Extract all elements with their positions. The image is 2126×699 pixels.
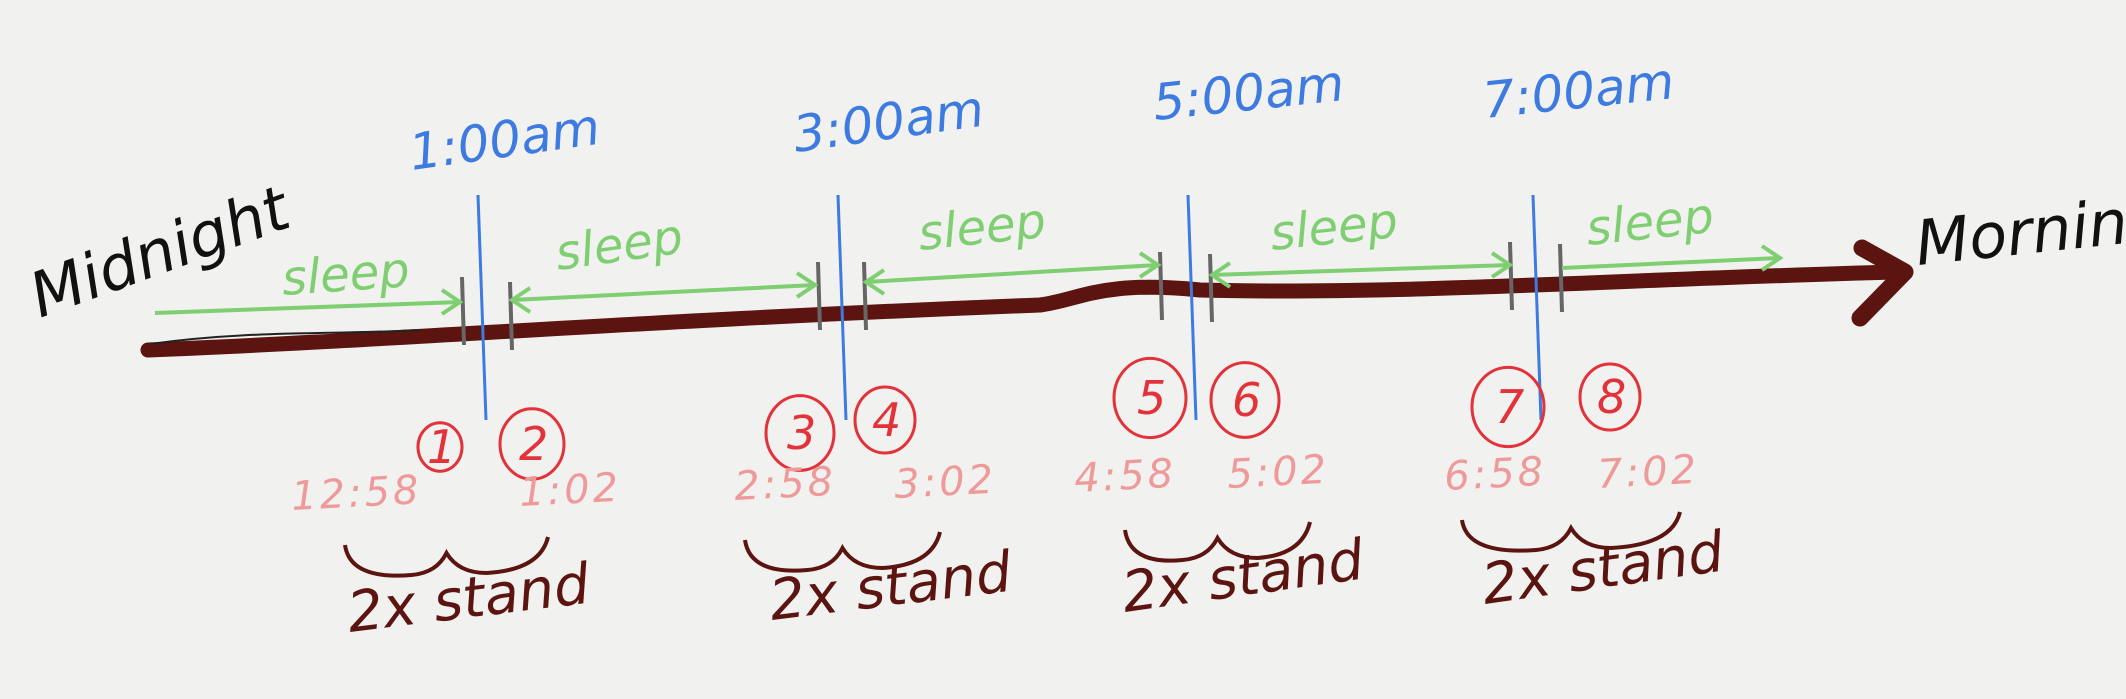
alarm-tick: [1558, 243, 1564, 313]
alarm-tick: [816, 261, 822, 331]
alarm-time: 4:58: [1073, 451, 1177, 502]
sleep-arrowhead: [440, 288, 464, 316]
hour-marker-line: [1186, 194, 1198, 421]
alarm-number-circle: [416, 421, 464, 473]
hour-marker-line: [836, 194, 848, 421]
alarm-tick: [1158, 251, 1164, 321]
sleep-arrowhead: [508, 286, 532, 314]
alarm-number: 2: [519, 417, 548, 471]
stand-label: 2x stand: [766, 540, 1016, 634]
stand-brace: [1460, 511, 1682, 553]
alarm-number: 5: [1137, 371, 1166, 425]
alarm-number: 7: [1495, 380, 1524, 434]
sleep-interval-line: [154, 300, 461, 315]
sleep-interval-line: [865, 263, 1159, 284]
hour-marker-line: [1531, 194, 1543, 421]
alarm-time: 12:58: [290, 467, 423, 520]
stand-label: 2x stand: [1478, 520, 1728, 618]
alarm-tick: [1508, 241, 1514, 311]
alarm-number-circle: [1578, 362, 1642, 432]
sleep-arrowhead: [1490, 251, 1514, 279]
alarm-number-circle: [764, 394, 836, 472]
alarm-time: 2:58: [733, 459, 837, 510]
stand-brace: [343, 536, 550, 578]
alarm-number: 6: [1232, 373, 1261, 427]
alarm-time: 7:02: [1596, 447, 1700, 498]
alarm-time: 3:02: [893, 457, 997, 508]
alarm-time: 1:02: [518, 465, 622, 516]
sleep-label: sleep: [1267, 193, 1400, 262]
hour-label: 7:00am: [1480, 52, 1677, 130]
alarm-number-circle: [853, 385, 917, 455]
alarm-number-circle: [498, 407, 566, 481]
alarm-time: 6:58: [1443, 449, 1547, 500]
stand-brace: [1123, 521, 1312, 563]
timeline-thin-line: [149, 329, 421, 345]
alarm-tick: [1208, 253, 1214, 323]
timeline-arrow: [140, 264, 1903, 358]
sleep-arrowhead: [1138, 251, 1162, 279]
alarm-number: 8: [1597, 370, 1626, 424]
hour-label: 1:00am: [406, 98, 604, 182]
hour-marker-line: [476, 194, 488, 421]
alarm-number-circle: [1112, 356, 1188, 440]
hour-label: 5:00am: [1150, 54, 1347, 132]
sleep-label: sleep: [280, 242, 411, 307]
alarm-number-circle: [1209, 361, 1281, 439]
stand-label: 2x stand: [344, 552, 594, 646]
sleep-label: sleep: [1583, 188, 1716, 257]
alarm-tick: [460, 276, 466, 346]
alarm-tick: [508, 281, 514, 351]
alarm-time: 5:02: [1226, 447, 1330, 498]
alarm-number: 4: [872, 393, 901, 447]
sleep-arrowhead: [1208, 261, 1232, 289]
alarm-tick: [862, 261, 868, 331]
alarm-number: 3: [787, 406, 816, 460]
stand-label: 2x stand: [1118, 528, 1368, 626]
sleep-arrowhead: [1760, 244, 1784, 272]
stand-brace: [743, 531, 942, 573]
alarm-number-circle: [1470, 365, 1546, 449]
alarm-number: 1: [427, 420, 456, 474]
end-label: Morning: [1912, 181, 2126, 280]
timeline-arrowhead: [1851, 239, 1914, 327]
sleep-interval-line: [1561, 256, 1781, 270]
sleep-arrowhead: [795, 271, 819, 299]
sleep-arrowhead: [862, 268, 886, 296]
sleep-label: sleep: [552, 209, 686, 282]
sleep-interval-line: [511, 283, 816, 302]
sleep-label: sleep: [915, 193, 1048, 262]
hour-label: 3:00am: [790, 80, 988, 164]
sleep-interval-line: [1211, 263, 1511, 277]
